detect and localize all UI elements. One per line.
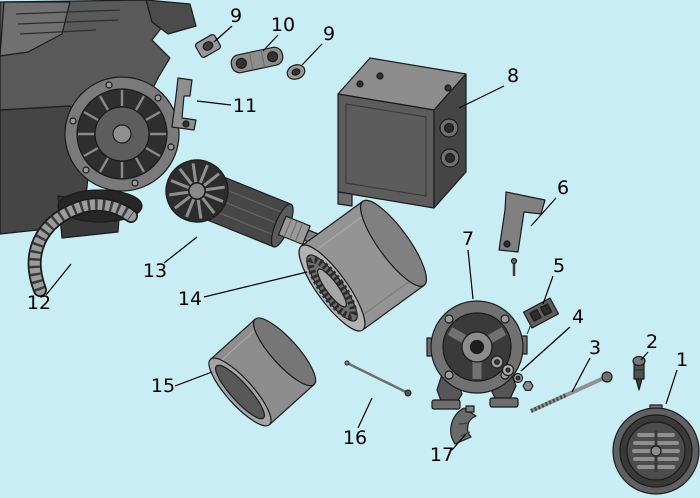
- part-plug-bolt: [632, 355, 646, 391]
- part-label-support-bracket: 11: [233, 95, 257, 117]
- part-label-brush-holder: 5: [553, 255, 565, 277]
- part-label-spacer-plate: 9: [230, 5, 242, 27]
- leader-line-brush-holder: [542, 275, 554, 305]
- part-label-end-cover: 1: [676, 349, 688, 371]
- part-label-sleeve-cylinder: 15: [151, 375, 175, 397]
- part-label-stator-housing-box: 8: [507, 65, 519, 87]
- leader-line-plug-bolt: [640, 351, 649, 361]
- part-label-through-bolt: 3: [589, 337, 601, 359]
- leader-line-terminal-link: [262, 34, 279, 52]
- leader-lines: [45, 25, 678, 451]
- leader-line-flex-band: [45, 263, 72, 296]
- leader-line-support-bracket: [196, 100, 232, 106]
- part-terminal-link: [230, 46, 284, 74]
- leader-line-rear-bracket: [467, 249, 474, 300]
- leader-line-sleeve-cylinder: [174, 371, 213, 387]
- part-rotor-armature: [165, 159, 333, 249]
- part-washer-set: [490, 355, 534, 391]
- part-flex-band: [27, 197, 138, 297]
- part-through-bolt: [530, 371, 613, 413]
- part-label-plug-bolt: 2: [646, 331, 658, 353]
- part-label-tie-rod: 16: [343, 427, 367, 449]
- part-label-end-cap-cover: 17: [430, 444, 454, 466]
- leader-line-stator-core: [203, 271, 308, 298]
- leader-line-end-cap-cover: [451, 433, 467, 451]
- part-stator-core: [298, 199, 427, 332]
- leader-line-washer-set: [520, 326, 571, 372]
- leader-line-spacer-plate: [213, 25, 233, 43]
- part-rear-bracket: [426, 300, 528, 410]
- part-label-mounting-bracket: 6: [557, 177, 569, 199]
- part-spacer-ring: [286, 64, 306, 80]
- leader-line-spacer-ring: [301, 43, 323, 66]
- part-label-washer-set: 4: [572, 306, 584, 328]
- leader-line-stator-housing-box: [458, 85, 505, 109]
- part-end-cover: [612, 404, 700, 495]
- part-end-cap-cover: [450, 405, 477, 445]
- leader-line-end-cover: [665, 369, 678, 405]
- part-sleeve-cylinder: [208, 317, 317, 427]
- leader-line-through-bolt: [571, 357, 591, 393]
- part-support-bracket: [171, 77, 197, 131]
- part-label-stator-core: 14: [178, 288, 202, 310]
- leader-line-tie-rod: [357, 397, 373, 429]
- part-label-terminal-link: 10: [271, 14, 295, 36]
- part-mounting-bracket: [498, 191, 546, 276]
- part-label-flex-band: 12: [27, 292, 51, 314]
- leader-line-rotor-armature: [163, 236, 198, 264]
- part-spacer-plate: [194, 34, 222, 58]
- part-label-spacer-ring: 9: [323, 23, 335, 45]
- leader-line-mounting-bracket: [530, 197, 557, 227]
- part-label-rotor-armature: 13: [143, 260, 167, 282]
- part-label-rear-bracket: 7: [462, 228, 474, 250]
- part-brush-holder: [522, 297, 560, 335]
- part-tie-rod: [344, 360, 412, 397]
- part-stator-housing-box: [337, 57, 467, 209]
